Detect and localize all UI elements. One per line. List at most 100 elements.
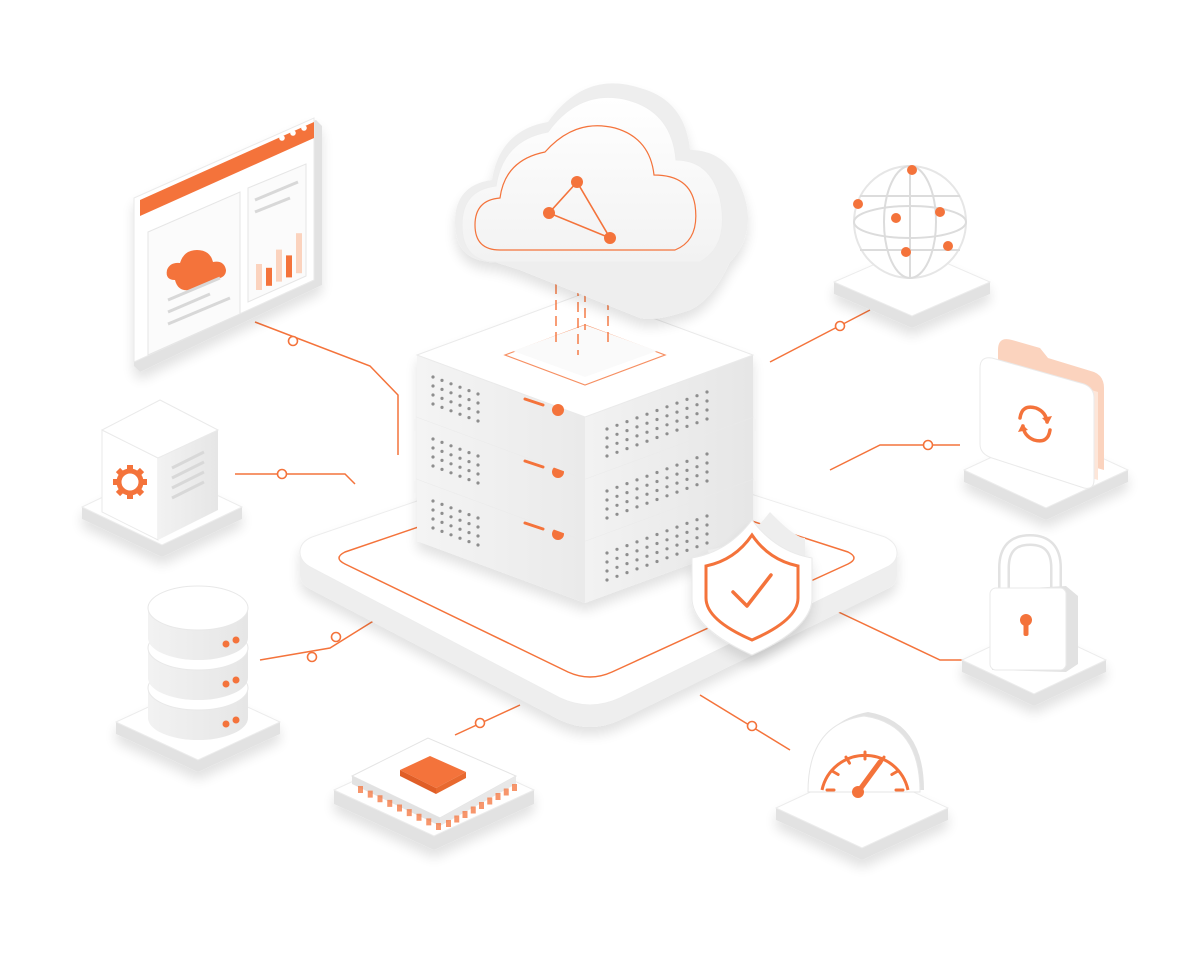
pedestal-side	[82, 507, 242, 557]
vent-dot	[615, 423, 619, 427]
vent-dot	[449, 462, 453, 466]
pedestal-side	[776, 808, 948, 860]
cpu-chip-icon	[332, 737, 536, 850]
vent-dot	[705, 417, 709, 421]
vent-dot	[440, 467, 444, 471]
chart-bar	[296, 233, 302, 274]
settings-box-icon	[80, 399, 244, 557]
vent-dot	[476, 392, 480, 396]
connector-lines	[235, 309, 975, 751]
connector-node	[922, 439, 934, 451]
globe-node	[943, 241, 953, 251]
vent-dot	[431, 526, 435, 530]
vent-dot	[615, 485, 619, 489]
vent-dot	[685, 539, 689, 544]
connector-node	[306, 651, 318, 663]
vent-dot	[605, 516, 609, 520]
shield-face	[691, 519, 813, 656]
vent-dot	[431, 499, 435, 503]
vent-dot	[449, 524, 453, 528]
vent-dot	[685, 424, 689, 428]
vent-dot	[467, 531, 471, 535]
chip-pin	[479, 802, 484, 809]
vent-dot	[467, 398, 471, 402]
vent-dot	[675, 481, 679, 485]
vent-dot	[705, 408, 709, 412]
db-led	[222, 720, 230, 728]
vent-dot	[675, 463, 679, 467]
connector-settings	[235, 473, 356, 485]
vent-dot	[449, 444, 453, 448]
globe-node	[901, 247, 911, 257]
vent-dot	[605, 498, 609, 502]
vent-dot	[467, 478, 471, 482]
globe-node	[853, 199, 863, 209]
vent-dot	[440, 378, 444, 382]
vent-dot	[605, 489, 609, 493]
vent-dot	[695, 421, 699, 425]
vent-dot	[685, 477, 689, 481]
gauge-tick	[844, 755, 851, 765]
vent-dot	[449, 533, 453, 537]
connector-node	[276, 468, 288, 480]
vent-dot	[655, 541, 659, 546]
globe-network-icon	[832, 165, 992, 328]
vent-dot	[625, 544, 629, 548]
chip-pin	[454, 815, 460, 823]
vent-dot	[695, 483, 699, 487]
chip-pin	[406, 809, 412, 817]
chart-bar	[276, 249, 282, 282]
connector-node	[834, 320, 846, 332]
vent-dot	[440, 458, 444, 462]
server-stack-icon	[415, 292, 755, 603]
db-led	[222, 680, 230, 688]
vent-dot	[705, 399, 709, 403]
vent-dot	[440, 520, 444, 525]
vent-dot	[675, 428, 679, 432]
pedestal-side	[334, 790, 534, 850]
window-dot	[290, 130, 296, 136]
connector-gauge	[699, 694, 791, 751]
vent-dot	[615, 441, 619, 445]
vent-dot	[695, 545, 699, 549]
vent-dot	[645, 563, 649, 567]
padlock-icon	[960, 533, 1108, 706]
vent-dot	[705, 532, 709, 536]
vent-dot	[458, 465, 462, 469]
pedestal-side	[964, 470, 1128, 520]
vent-dot	[440, 502, 444, 506]
vent-dot	[440, 387, 444, 391]
window-dot	[301, 125, 307, 131]
vent-dot	[449, 453, 453, 457]
vent-dot	[615, 547, 619, 551]
vent-dot	[476, 472, 480, 476]
vent-dot	[605, 569, 609, 573]
vent-dot	[695, 403, 699, 407]
vent-dot	[625, 491, 629, 495]
globe-equator	[853, 205, 967, 239]
chip-pin	[470, 806, 476, 814]
vent-dot	[645, 483, 649, 487]
vent-dot	[675, 543, 679, 547]
vent-dot	[431, 437, 435, 441]
vent-dot	[665, 494, 669, 498]
status-led	[552, 404, 564, 416]
vent-dot	[625, 447, 629, 451]
chip-pin	[436, 823, 441, 830]
vent-dot	[635, 425, 639, 429]
vent-dot	[458, 385, 462, 389]
vent-dot	[665, 432, 669, 436]
vent-dot	[605, 454, 609, 458]
vent-dot	[635, 505, 639, 509]
vent-dot	[695, 456, 699, 460]
connector-folder	[829, 444, 960, 471]
vent-dot	[458, 447, 462, 451]
vent-dot	[665, 485, 669, 489]
db-led	[232, 716, 240, 724]
vent-dot	[675, 401, 679, 405]
vent-dot	[440, 396, 444, 400]
vent-dot	[431, 464, 435, 468]
connector-node	[287, 335, 299, 347]
vent-dot	[645, 554, 649, 558]
vent-dot	[467, 522, 471, 526]
